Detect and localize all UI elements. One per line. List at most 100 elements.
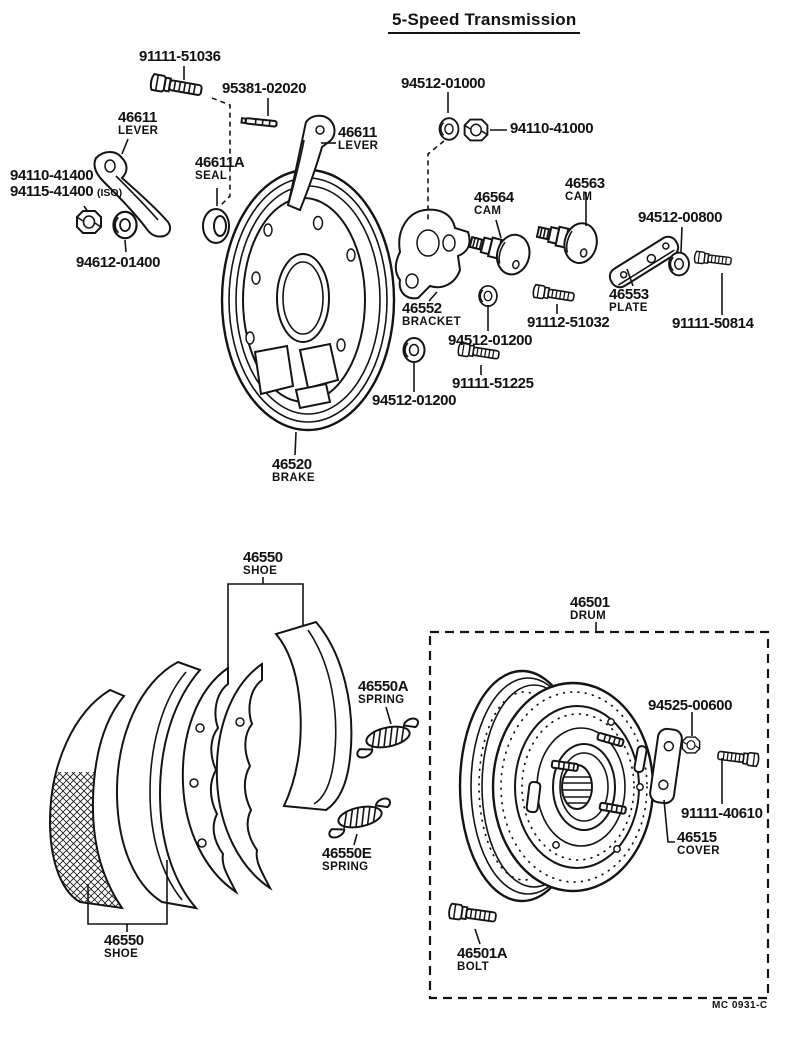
cover-46515 [649,727,683,805]
part-caption: LEVER [118,124,159,137]
part-number: 46515 [677,829,717,846]
doc-code: MC 0931-C [712,1000,768,1011]
part-number: 94512-00800 [638,209,723,226]
parking-brake-lever-left [93,151,172,238]
callout-46515: 46515 COVER [677,830,720,858]
nut-94110-41000 [463,118,489,142]
bolt-46501A [447,902,498,926]
callout-91111-51036: 91111-51036 [139,49,221,65]
part-caption: CAM [474,204,502,217]
part-number: 91111-51225 [452,375,534,392]
callout-46550A: 46550A SPRING [358,678,409,707]
callout-91111-51225: 91111-51225 [452,376,534,392]
cam-46563 [532,213,602,267]
brake-shoe-lining-left [48,688,126,910]
part-number: 46563 [565,175,605,192]
part-number: 94612-01400 [76,254,161,271]
part-number: 94512-01200 [372,392,457,409]
callout-94110-41000: 94110-41000 [510,120,594,137]
part-number-suffix: (ISO) [96,186,123,199]
part-caption: SPRING [322,860,369,873]
callout-91111-50814: 91111-50814 [672,316,754,332]
part-number: 46501 [570,594,610,611]
brake-drum [458,669,655,903]
callout-46501A: 46501A BOLT [457,946,508,974]
leader-lines [83,66,723,945]
part-number: 46611 [338,124,377,141]
part-number: 46611A [195,154,245,171]
part-caption: BOLT [457,960,490,973]
part-number: 46553 [609,286,649,303]
callout-94512-00800: 94512-00800 [638,210,722,226]
part-number: 46550E [322,845,372,862]
part-number: 91111-40610 [681,805,763,822]
callout-94525-00600: 94525-00600 [648,698,732,714]
part-number: 94110-41000 [510,120,594,137]
washer-94612-01400 [112,210,138,240]
callout-95381-02020: 95381-02020 [222,81,306,97]
callout-46550E: 46550E SPRING [322,845,372,874]
part-caption: COVER [677,844,720,857]
brake-shoe-lining-right [274,620,353,812]
part-caption: BRACKET [402,315,462,328]
callout-94512-01200-left: 94512-01200 [372,393,456,409]
bolt-91111-40610 [716,748,761,768]
callout-46564: 46564 CAM [474,190,514,218]
nut-94525-00600 [681,736,701,754]
part-number: 46550 [104,932,144,949]
brake-shoe-rim [115,660,202,910]
callout-94512-01200-right: 94512-01200 [448,333,532,349]
spring-46550E [323,796,396,840]
part-number: 94110-41400 [10,167,94,184]
part-number: 46564 [474,189,514,206]
part-number: 46520 [272,456,312,473]
part-number: 46550 [243,549,283,566]
part-caption: SPRING [358,693,405,706]
part-number: 95381-02020 [222,80,307,97]
hand-brake-bolt-91111-51036 [148,72,204,100]
callout-46550-bottom: 46550 SHOE [104,933,144,961]
callout-94512-01000: 94512-01000 [401,76,485,92]
part-number: 91112-51032 [527,314,610,331]
callout-91111-40610: 91111-40610 [681,806,763,822]
callout-46550-top: 46550 SHOE [243,550,283,578]
brake-shoe-webs [181,663,271,893]
part-number: 91111-50814 [672,315,754,332]
part-number: 46552 [402,300,442,317]
part-caption: CAM [565,190,593,203]
nut-94110-41400 [76,210,102,234]
part-caption: LEVER [338,139,379,152]
parking-brake-lever-right [286,114,336,212]
plate-46553 [608,235,680,289]
part-caption: PLATE [609,301,648,314]
pin-95381-02020 [240,117,278,128]
bolt-91111-50814 [693,250,733,268]
part-number: 94512-01000 [401,75,486,92]
washer-94512-00800 [668,251,690,277]
part-caption: BRAKE [272,471,315,484]
seal-46611A [202,208,230,244]
page-title: 5-Speed Transmission [388,10,581,34]
callout-46563: 46563 CAM [565,176,605,204]
part-caption: SEAL [195,169,228,182]
part-caption: DRUM [570,609,607,622]
part-number: 94512-01200 [448,332,533,349]
callout-46611-right: 46611 LEVER [338,125,378,153]
bracket-46552 [394,208,471,300]
washer-94512-01200-right [478,284,498,308]
callout-94110-41400: 94110-41400 94115-41400 (ISO) [10,168,122,199]
callout-94612-01400: 94612-01400 [76,255,160,271]
callout-46501: 46501 DRUM [570,595,610,623]
part-number: 46611 [118,109,157,126]
part-number: 94525-00600 [648,697,733,714]
part-number: 46550A [358,678,409,695]
spring-46550A [351,716,424,760]
callout-46552: 46552 BRACKET [402,301,461,329]
part-number: 94115-41400 (ISO) [10,182,123,200]
drum-group-dashed-box [428,630,770,1000]
callout-46611A: 46611A SEAL [195,154,245,183]
part-caption: SHOE [104,947,139,960]
callout-91112-51032: 91112-51032 [527,314,610,331]
